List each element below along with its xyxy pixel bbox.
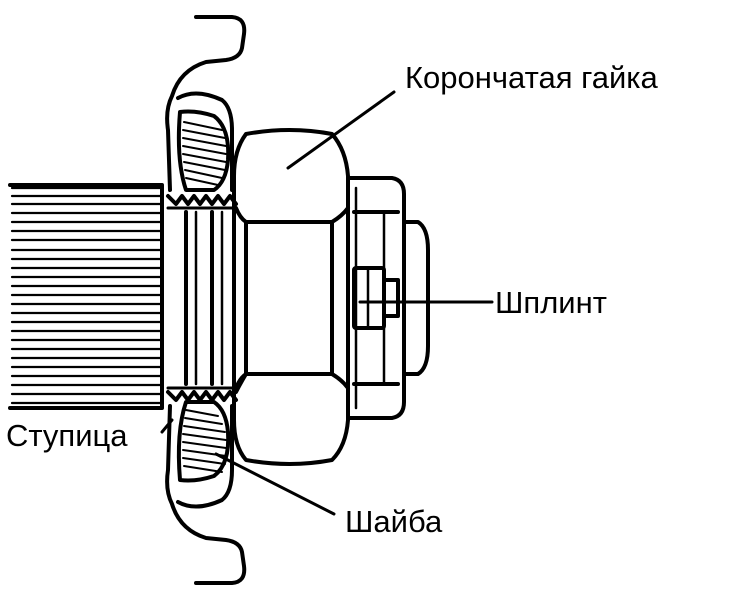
leader-castle-nut (286, 90, 396, 170)
hub-shaft-outline (8, 183, 164, 410)
cotter-pin (352, 266, 400, 330)
label-castle-nut: Корончатая гайка (405, 60, 658, 95)
label-washer: Шайба (345, 504, 443, 539)
hub-flange-top (165, 15, 247, 192)
stud-end (402, 220, 430, 376)
castle-crown (346, 176, 406, 420)
washer-bottom (176, 400, 231, 483)
label-cotter-pin: Шплинт (495, 285, 607, 320)
hub-splines (10, 186, 162, 405)
hub-flange-inner-bottom (176, 404, 234, 509)
label-hub: Ступица (6, 418, 128, 453)
threaded-stud (166, 194, 238, 402)
washer-top (176, 109, 231, 192)
hub-flange-inner (176, 91, 234, 192)
castle-nut (232, 128, 350, 466)
leader-hub (160, 418, 174, 434)
hub-flange-bottom (165, 404, 247, 585)
leader-washer (214, 452, 336, 516)
